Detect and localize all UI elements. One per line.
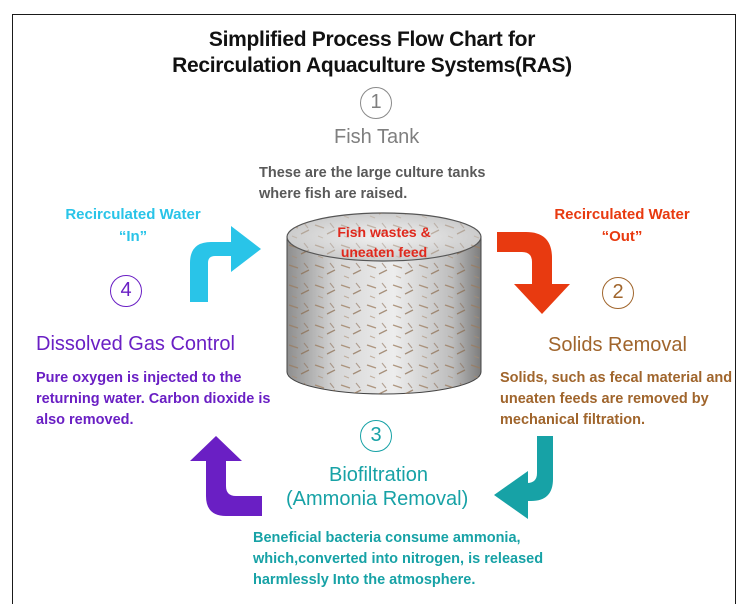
water-out-label-line1: Recirculated Water	[554, 206, 690, 223]
fish-tank-cylinder	[286, 212, 482, 395]
water-in-arrow	[190, 226, 261, 302]
fish-tank-desc-line2: where fish are raised.	[259, 186, 408, 202]
biofiltration-desc-line2: which,converted into nitrogen, is releas…	[253, 551, 544, 567]
diagram-frame	[12, 14, 736, 604]
solids-removal-desc-line1: Solids, such as fecal material and	[500, 370, 733, 386]
tank-waste-label: Fish wastes & uneaten feed	[326, 222, 442, 262]
water-out-arrow	[497, 232, 570, 314]
water-in-label: Recirculated Water “In”	[38, 204, 228, 248]
dissolved-gas-desc-line2: returning water. Carbon dioxide is	[36, 391, 271, 407]
dissolved-gas-title: Dissolved Gas Control	[36, 333, 235, 355]
step-4-circle: 4	[110, 275, 142, 307]
dissolved-gas-desc-line1: Pure oxygen is injected to the	[36, 370, 242, 386]
step-3-circle: 3	[360, 420, 392, 452]
fish-tank-desc-line1: These are the large culture tanks	[259, 165, 486, 181]
step-1-circle: 1	[360, 87, 392, 119]
solids-removal-desc-line2: uneaten feeds are removed by	[500, 391, 709, 407]
biofilter-to-gas-arrow	[190, 436, 262, 516]
step-2-circle: 2	[602, 277, 634, 309]
water-out-label-line2: “Out”	[601, 228, 643, 245]
solids-removal-desc-line3: mechanical filtration.	[500, 412, 646, 428]
solids-to-biofilter-arrow	[494, 436, 553, 519]
solids-removal-title: Solids Removal	[548, 334, 687, 356]
fish-tank-title: Fish Tank	[334, 126, 420, 148]
water-in-label-line1: Recirculated Water	[65, 206, 201, 223]
biofiltration-desc-line3: harmlessly Into the atmosphere.	[253, 572, 476, 588]
diagram-title-line1: Simplified Process Flow Chart for	[208, 28, 536, 51]
biofiltration-desc-line1: Beneficial bacteria consume ammonia,	[253, 530, 521, 546]
tank-waste-label-line1: Fish wastes &	[337, 224, 431, 240]
biofiltration-title: Biofiltration	[329, 464, 428, 486]
biofiltration-subtitle: (Ammonia Removal)	[286, 488, 469, 510]
water-in-label-line2: “In”	[118, 228, 148, 245]
diagram-title-line2: Recirculation Aquaculture Systems(RAS)	[172, 54, 572, 77]
water-out-label: Recirculated Water “Out”	[527, 204, 717, 248]
dissolved-gas-desc-line3: also removed.	[36, 412, 134, 428]
tank-waste-label-line2: uneaten feed	[340, 244, 428, 260]
